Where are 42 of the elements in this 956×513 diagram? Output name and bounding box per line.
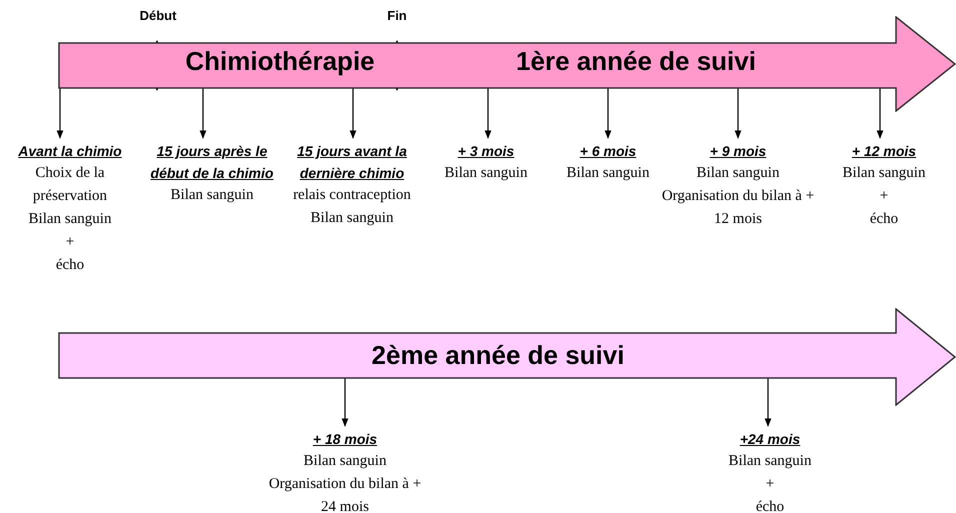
note-text: Bilan sanguin (170, 186, 254, 205)
note-text: Bilan sanguin (842, 164, 926, 183)
note-text: Choix de la préservation (32, 164, 108, 206)
note-text: + (64, 233, 76, 252)
note-text: écho (868, 210, 900, 229)
milestone-heading: +24 mois (740, 430, 800, 449)
arrow (604, 88, 612, 139)
arrow (484, 88, 492, 139)
band-title: 1ère année de suivi (516, 46, 756, 77)
arrow (200, 88, 206, 139)
note-text: Bilan sanguin (28, 210, 112, 229)
note-text: Organisation du bilan à + 24 mois (268, 475, 422, 513)
note-text: Bilan sanguin (302, 452, 388, 471)
milestone-heading: 15 jours avant la dernière chimio (296, 142, 408, 183)
milestone-heading: + 12 mois (852, 142, 916, 161)
milestone-heading: + 6 mois (580, 142, 636, 161)
arrow (56, 88, 64, 139)
arrow (342, 378, 348, 427)
arrow (734, 88, 742, 139)
note-text: Bilan sanguin (566, 164, 650, 183)
note-text: relais contraception (292, 186, 412, 205)
note-text: + (764, 475, 776, 494)
band-title: 2ème année de suivi (372, 340, 624, 371)
note-text: Bilan sanguin (444, 164, 528, 183)
note-text: Bilan sanguin (696, 164, 780, 183)
arrow (350, 88, 356, 139)
band-title: Chimiothérapie (185, 46, 375, 77)
arrow (876, 88, 884, 139)
milestone-label: Fin (387, 8, 407, 23)
milestone-heading: + 9 mois (710, 142, 766, 161)
milestone-label: Début (140, 8, 176, 23)
note-text: Bilan sanguin (728, 452, 812, 471)
note-text: + (878, 187, 890, 206)
note-text: Organisation du bilan à + 12 mois (660, 187, 816, 229)
milestone-heading: + 3 mois (458, 142, 514, 161)
milestone-heading: Avant la chimio (18, 142, 122, 161)
note-text: Bilan sanguin (310, 209, 394, 228)
milestone-heading: 15 jours après le début de la chimio (150, 142, 274, 183)
arrow (764, 378, 772, 427)
note-text: écho (54, 256, 86, 275)
note-text: écho (754, 498, 786, 513)
milestone-heading: + 18 mois (312, 430, 378, 449)
